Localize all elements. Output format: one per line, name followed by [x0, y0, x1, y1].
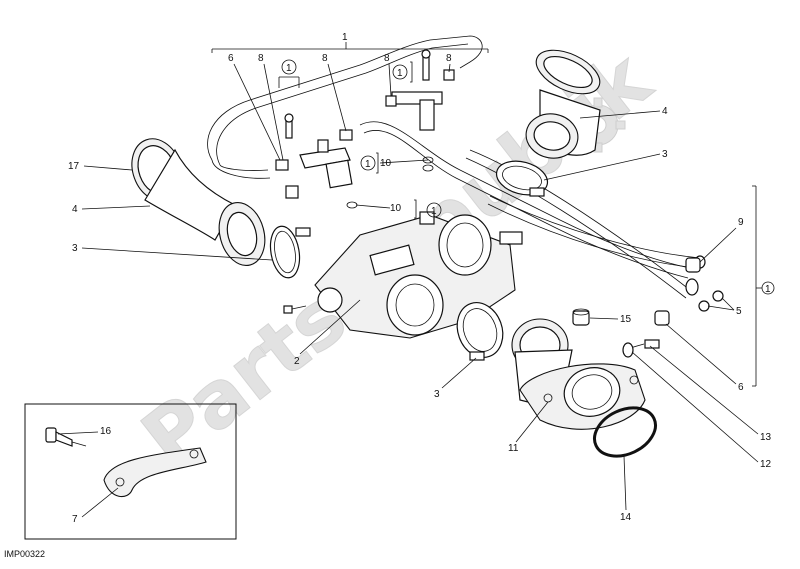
callout-15: 15: [620, 314, 632, 325]
group-marker-right: 1: [765, 284, 771, 295]
callout-11: 11: [508, 443, 519, 454]
callout-3-bottom: 3: [434, 389, 440, 400]
callout-13: 13: [760, 432, 772, 443]
callouts: 6 8 8 8 8 17 4 3 10 10 4 3 9 5 6 15: [57, 53, 772, 525]
callout-3-right: 3: [662, 149, 668, 160]
group-marker-d: 1: [431, 206, 437, 217]
callout-4-left: 4: [72, 204, 78, 215]
group-markers: 1 1 1 1: [278, 59, 442, 219]
group-marker-circle: [761, 281, 775, 295]
vacuum-hoses: [207, 35, 706, 299]
hose-clamp-right: [495, 160, 549, 197]
callout-10-a: 10: [380, 158, 392, 169]
drawing-code: IMP00322: [4, 549, 46, 559]
hose-clamp-left: [269, 225, 311, 279]
group-marker-b: 1: [397, 68, 403, 79]
callout-1: 1: [342, 32, 348, 43]
callout-5: 5: [736, 306, 742, 317]
callout-9: 9: [738, 217, 744, 228]
callout-2: 2: [294, 356, 300, 367]
callout-6-top: 6: [228, 53, 234, 64]
group-bracket-top: 1: [211, 32, 489, 53]
callout-6-right: 6: [738, 382, 744, 393]
callout-16: 16: [100, 426, 112, 437]
inset-bracket-detail: [24, 403, 237, 540]
group-marker-a: 1: [286, 63, 292, 74]
callout-17: 17: [68, 161, 80, 172]
o-ring-14: [593, 406, 657, 458]
callout-10-b: 10: [390, 203, 402, 214]
callout-12: 12: [760, 459, 772, 470]
right-intake-rubber: [525, 49, 601, 159]
group-bracket-right: 1: [752, 185, 775, 387]
callout-8-a: 8: [258, 53, 264, 64]
left-intake-rubber: [131, 138, 266, 266]
hose-clamp-bottom: [456, 302, 504, 361]
intake-manifold: [511, 318, 646, 430]
callout-4-right: 4: [662, 106, 668, 117]
callout-14: 14: [620, 512, 632, 523]
callout-8-c: 8: [384, 53, 390, 64]
callout-3-left: 3: [72, 243, 78, 254]
vacuum-fittings: [275, 49, 455, 209]
small-parts-right: [572, 257, 724, 358]
group-marker-c: 1: [365, 159, 371, 170]
screw-2: [283, 305, 307, 314]
callout-8-d: 8: [446, 53, 452, 64]
callout-7: 7: [72, 514, 78, 525]
callout-8-b: 8: [322, 53, 328, 64]
